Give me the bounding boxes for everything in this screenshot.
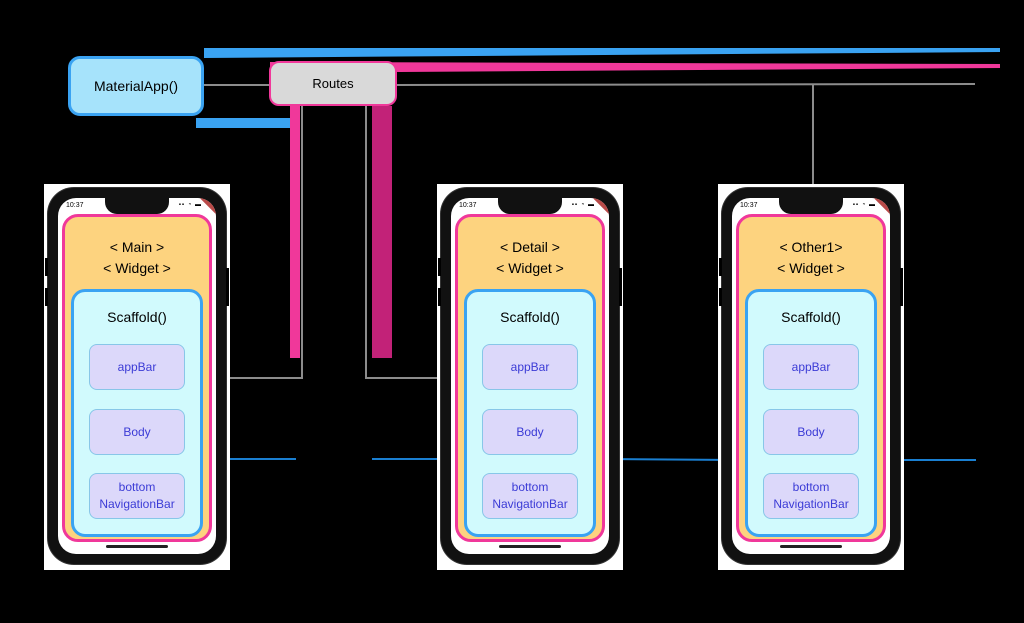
side-button-left [438,288,441,306]
side-button-left [438,258,441,276]
bottom-navigation-bar-slot: bottom NavigationBar [89,473,185,519]
widget-title: < Other1> < Widget > [739,237,883,279]
phone-screen: 10:37 ▪▪ ◔ ▬ < Detail > < Widget > Scaff… [451,198,609,554]
blue-nav-between [603,458,738,461]
bottom-navigation-bar-slot: bottom NavigationBar [482,473,578,519]
widget-name: < Detail > [500,239,560,255]
pink-stem-left [290,106,300,358]
blue-bottom-band [196,118,290,128]
scaffold-box: Scaffold() appBar Body bottom Navigation… [71,289,203,537]
blue-top-band [204,48,1000,58]
phone-device-3: 10:37 ▪▪ ◔ ▬ < Other1> < Widget > Scaffo… [719,188,903,564]
pink-top-band [270,62,1000,72]
phone-device-2: 10:37 ▪▪ ◔ ▬ < Detail > < Widget > Scaff… [438,188,622,564]
widget-label: < Widget > [496,260,564,276]
home-indicator [106,545,168,548]
widget-box: < Detail > < Widget > Scaffold() appBar … [455,214,605,542]
widget-title: < Main > < Widget > [65,237,209,279]
side-button-left [719,288,722,306]
phone-device-1: 10:37 ▪▪ ◔ ▬ < Main > < Widget > Scaffol… [45,188,229,564]
status-time: 10:37 [459,202,477,209]
phone-screen: 10:37 ▪▪ ◔ ▬ < Other1> < Widget > Scaffo… [732,198,890,554]
appbar-slot: appBar [763,344,859,390]
material-app-node: MaterialApp() [68,56,204,116]
status-icons: ▪▪ ◔ ▬ [571,202,595,208]
widget-title: < Detail > < Widget > [458,237,602,279]
home-indicator [499,545,561,548]
widget-label: < Widget > [103,260,171,276]
widget-label: < Widget > [777,260,845,276]
scaffold-title: Scaffold() [500,309,560,325]
scaffold-box: Scaffold() appBar Body bottom Navigation… [745,289,877,537]
phone-screen: 10:37 ▪▪ ◔ ▬ < Main > < Widget > Scaffol… [58,198,216,554]
body-slot: Body [482,409,578,455]
widget-name: < Main > [109,239,165,255]
side-button-left [719,258,722,276]
widget-name: < Other1> [779,239,843,255]
widget-box: < Other1> < Widget > Scaffold() appBar B… [736,214,886,542]
status-time: 10:37 [66,202,84,209]
side-button-right [900,268,903,306]
side-button-right [619,268,622,306]
phone-notch [779,198,843,214]
pink-stem-right [372,106,392,358]
body-slot: Body [763,409,859,455]
scaffold-title: Scaffold() [107,309,167,325]
side-button-left [45,258,48,276]
appbar-slot: appBar [482,344,578,390]
phone-notch [498,198,562,214]
routes-node: Routes [269,61,397,106]
bottom-navigation-bar-slot: bottom NavigationBar [763,473,859,519]
phone-notch [105,198,169,214]
body-slot: Body [89,409,185,455]
appbar-slot: appBar [89,344,185,390]
scaffold-box: Scaffold() appBar Body bottom Navigation… [464,289,596,537]
status-icons: ▪▪ ◔ ▬ [178,202,202,208]
widget-box: < Main > < Widget > Scaffold() appBar Bo… [62,214,212,542]
status-icons: ▪▪ ◔ ▬ [852,202,876,208]
side-button-left [45,288,48,306]
scaffold-title: Scaffold() [781,309,841,325]
home-indicator [780,545,842,548]
gray-link-other [396,83,976,86]
side-button-right [226,268,229,306]
status-time: 10:37 [740,202,758,209]
gray-link-detail [365,106,455,379]
gray-link-main [214,106,303,379]
